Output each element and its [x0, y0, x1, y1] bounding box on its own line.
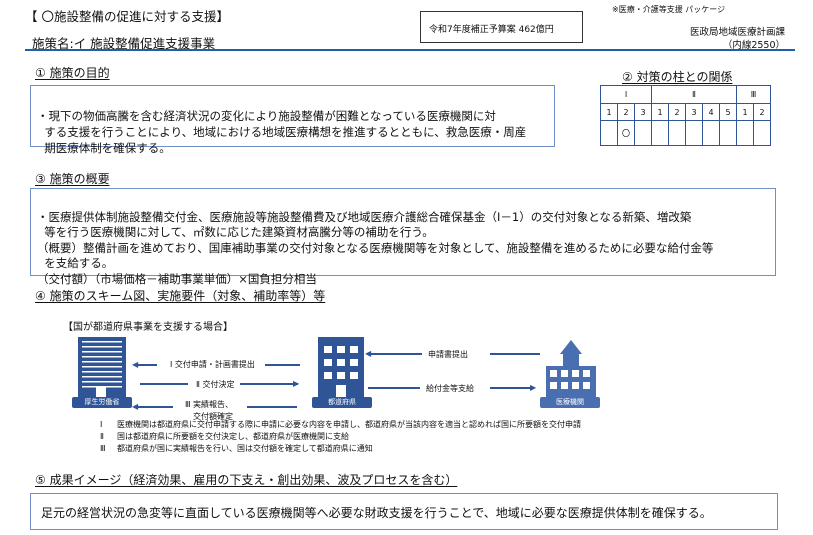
arrow-line — [490, 353, 540, 355]
overview-line: （概要）整備計画を進めており、国庫補助事業の交付対象となる医療機関等を対象として… — [37, 240, 714, 255]
arrow-right — [490, 387, 534, 389]
measure-name: 施策名:イ 施設整備促進支援事業 — [32, 36, 216, 51]
pillar-number: 2 — [668, 103, 686, 121]
overview-line: を支給する。 — [37, 256, 114, 270]
package-note: ※医療・介護等支援 パッケージ — [612, 5, 726, 14]
group-header: Ⅰ — [600, 85, 652, 104]
door-icon — [96, 387, 106, 397]
pillar-mark — [685, 120, 703, 146]
arrow-label: Ⅰ 交付申請・計画書提出 — [170, 360, 255, 369]
extension: （内線2550） — [722, 40, 785, 51]
door-icon — [336, 385, 346, 397]
arrow-line — [368, 387, 420, 389]
arrow-label: 申請書提出 — [428, 350, 468, 359]
pillar-number: 3 — [685, 103, 703, 121]
arrow-left — [370, 353, 422, 355]
pillar-mark — [719, 120, 737, 146]
prefecture-label: 都道府県 — [312, 397, 372, 408]
arrow-left — [137, 406, 173, 408]
pillar-mark — [634, 120, 652, 146]
ministry-label: 厚生労働省 — [72, 397, 132, 408]
overview-heading: ③ 施策の概要 — [35, 172, 110, 186]
header-divider — [25, 49, 795, 51]
hospital-building-icon — [546, 366, 596, 398]
pillar-number: 2 — [753, 103, 771, 121]
hospital-roof-icon — [560, 340, 582, 354]
arrow-label: Ⅱ 交付決定 — [196, 380, 235, 389]
arrow-line — [140, 383, 188, 385]
hospital-tower — [563, 352, 579, 366]
arrow-right — [240, 383, 298, 385]
arrow-label: 給付金等支給 — [426, 384, 474, 393]
arrow-line — [265, 364, 300, 366]
pillar-mark — [600, 120, 618, 146]
pillar-mark: 〇 — [617, 120, 635, 146]
scheme-heading: ④ 施策のスキーム図、実施要件（対象、補助率等）等 — [35, 289, 326, 303]
group-header: Ⅱ — [651, 85, 737, 104]
department: 医政局地域医療計画課 — [689, 27, 785, 38]
overview-line: ・医療提供体制施設整備交付金、医療施設等施設整備費及び地域医療介護総合確保基金（… — [37, 209, 692, 224]
arrow-label: Ⅲ 実績報告、 — [185, 400, 234, 409]
scheme-subheading: 【国が都道府県事業を支援する場合】 — [63, 322, 233, 333]
windows — [324, 346, 358, 382]
outcome-heading: ⑤ 成果イメージ（経済効果、雇用の下支え・創出効果、波及プロセスを含む） — [35, 473, 458, 487]
outcome-box: 足元の経営状況の急変等に直面している医療機関等へ必要な財政支援を行うことで、地域… — [30, 493, 778, 530]
pillar-mark — [736, 120, 754, 146]
relation-heading: ② 対策の柱との関係 — [622, 70, 733, 84]
pillar-number: 1 — [600, 103, 618, 121]
pillar-number: 4 — [702, 103, 720, 121]
pillar-number: 2 — [617, 103, 635, 121]
overview-box: ・医療提供体制施設整備交付金、医療施設等施設整備費及び地域医療介護総合確保基金（… — [30, 188, 776, 286]
arrow-line — [247, 406, 297, 408]
group-header: Ⅲ — [736, 85, 771, 104]
pillar-number: 5 — [719, 103, 737, 121]
purpose-box: ・現下の物価高騰を含む経済状況の変化により施設整備が困難となっている医療機関に対… — [30, 85, 555, 155]
pillar-number: 3 — [634, 103, 652, 121]
hospital-label: 医療機関 — [540, 397, 600, 408]
arrow-left — [135, 364, 157, 366]
pillar-mark — [702, 120, 720, 146]
pillar-number: 1 — [651, 103, 669, 121]
pillar-mark — [753, 120, 771, 146]
purpose-line: ・現下の物価高騰を含む経済状況の変化により施設整備が困難となっている医療機関に対 — [37, 109, 496, 123]
pillar-mark — [668, 120, 686, 146]
purpose-line: 期医療体制を確保する。 — [37, 141, 171, 155]
arrow-label: 交付額確定 — [193, 412, 233, 421]
page-title: 【 〇施設整備の促進に対する支援】 — [25, 9, 229, 24]
pillar-mark — [651, 120, 669, 146]
pillar-number: 1 — [736, 103, 754, 121]
purpose-line: する支援を行うことにより、地域における地域医療構想を推進するとともに、救急医療・… — [37, 125, 527, 139]
budget-box: 令和7年度補正予算案 462億円 — [420, 11, 583, 43]
overview-line: （交付額）（市場価格－補助事業単価）×国負担分相当 — [37, 271, 317, 286]
overview-line: 等を行う医療機関に対して、㎡数に応じた建築資材高騰分等の補助を行う。 — [37, 225, 434, 239]
purpose-heading: ① 施策の目的 — [35, 66, 110, 80]
